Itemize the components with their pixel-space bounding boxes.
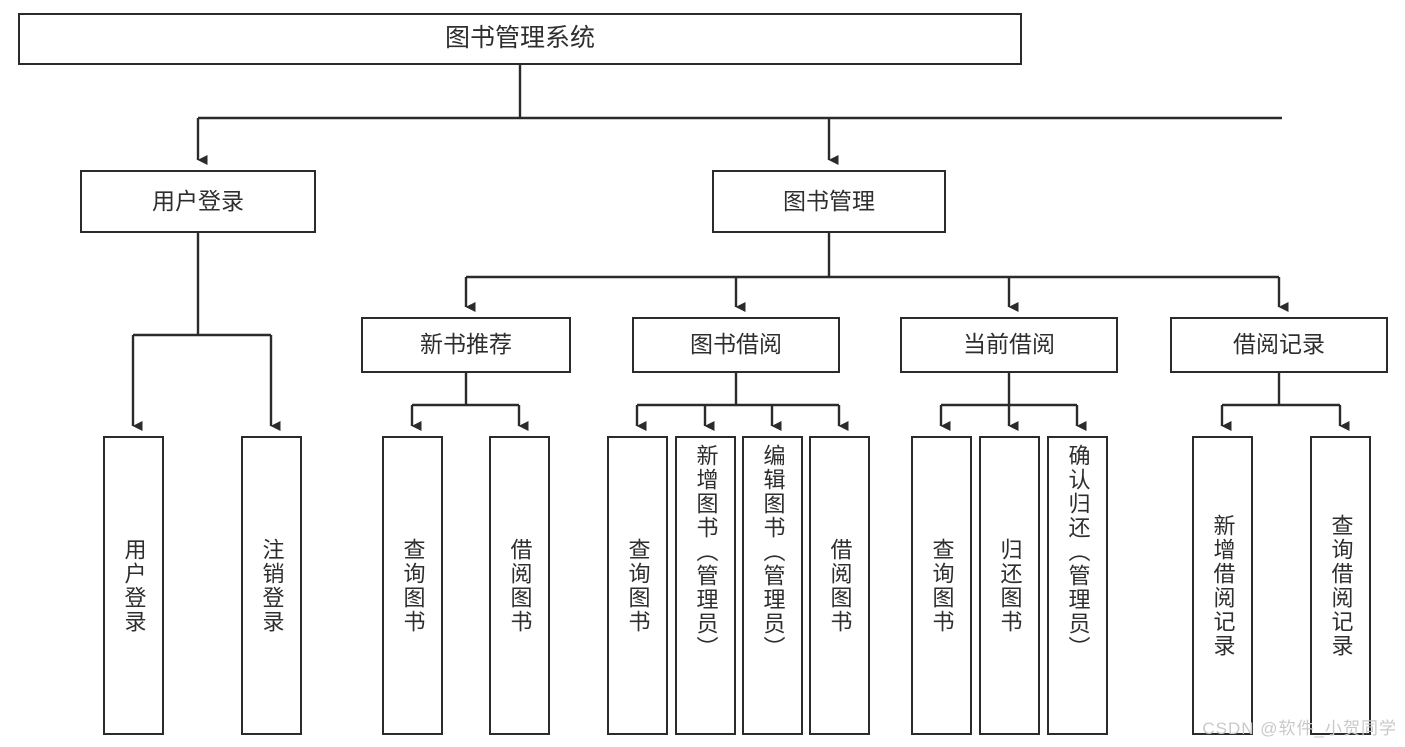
node-label: 用户登录 bbox=[121, 537, 147, 634]
leaf-query-book-current[interactable]: 查询图书 bbox=[911, 436, 972, 735]
node-label: 借阅图书 bbox=[507, 537, 533, 634]
node-label: 归还图书 bbox=[997, 537, 1023, 634]
leaf-return-book[interactable]: 归还图书 bbox=[979, 436, 1040, 735]
node-label: 确认归还（管理员） bbox=[1065, 444, 1091, 660]
node-label: 用户登录 bbox=[152, 187, 244, 214]
leaf-borrow-book-recommend[interactable]: 借阅图书 bbox=[489, 436, 550, 735]
node-new-book-recommend[interactable]: 新书推荐 bbox=[361, 317, 571, 373]
node-label: 编辑图书（管理员） bbox=[760, 444, 786, 660]
csdn-watermark: CSDN @软件_小贺同学 bbox=[1202, 719, 1397, 738]
node-label: 新增借阅记录 bbox=[1210, 513, 1236, 658]
leaf-query-borrow-record[interactable]: 查询借阅记录 bbox=[1310, 436, 1371, 735]
node-label: 图书借阅 bbox=[690, 331, 782, 358]
leaf-edit-book-admin[interactable]: 编辑图书（管理员） bbox=[742, 436, 803, 735]
leaf-logout-login[interactable]: 注销登录 bbox=[241, 436, 302, 735]
node-label: 查询图书 bbox=[625, 537, 651, 634]
node-label: 查询借阅记录 bbox=[1328, 513, 1354, 658]
leaf-query-book-borrow[interactable]: 查询图书 bbox=[607, 436, 668, 735]
node-borrow-record[interactable]: 借阅记录 bbox=[1170, 317, 1388, 373]
node-label: 注销登录 bbox=[259, 537, 285, 634]
node-label: 借阅记录 bbox=[1233, 331, 1325, 358]
leaf-query-book-recommend[interactable]: 查询图书 bbox=[382, 436, 443, 735]
node-label: 查询图书 bbox=[400, 537, 426, 634]
leaf-borrow-book[interactable]: 借阅图书 bbox=[809, 436, 870, 735]
node-book-management[interactable]: 图书管理 bbox=[712, 170, 946, 233]
node-label: 图书管理 bbox=[783, 187, 875, 214]
node-label: 查询图书 bbox=[929, 537, 955, 634]
node-user-login[interactable]: 用户登录 bbox=[80, 170, 316, 233]
leaf-confirm-return-admin[interactable]: 确认归还（管理员） bbox=[1047, 436, 1108, 735]
node-book-borrow[interactable]: 图书借阅 bbox=[632, 317, 840, 373]
node-label: 当前借阅 bbox=[963, 331, 1055, 358]
node-root-book-management-system[interactable]: 图书管理系统 bbox=[18, 13, 1022, 65]
node-label: 新增图书（管理员） bbox=[693, 444, 719, 660]
node-label: 借阅图书 bbox=[827, 537, 853, 634]
node-current-borrow[interactable]: 当前借阅 bbox=[900, 317, 1118, 373]
leaf-add-borrow-record[interactable]: 新增借阅记录 bbox=[1192, 436, 1253, 735]
node-label: 图书管理系统 bbox=[444, 24, 595, 53]
leaf-add-book-admin[interactable]: 新增图书（管理员） bbox=[675, 436, 736, 735]
node-label: 新书推荐 bbox=[420, 331, 512, 358]
leaf-user-login[interactable]: 用户登录 bbox=[103, 436, 164, 735]
